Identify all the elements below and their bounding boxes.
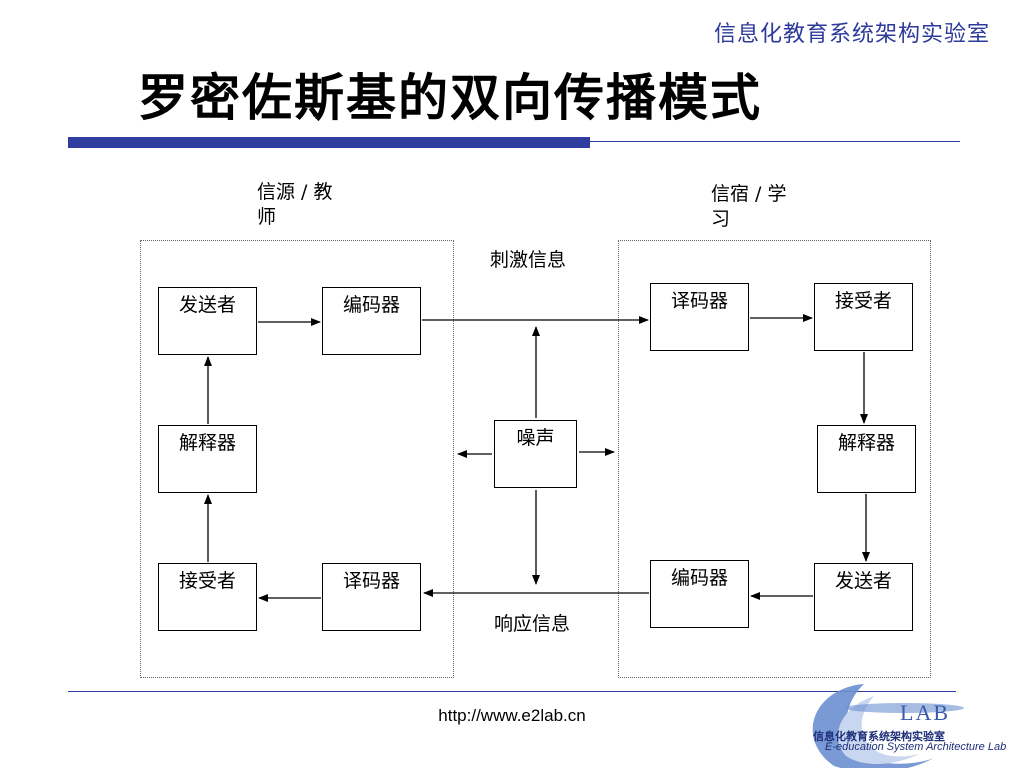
source-panel xyxy=(140,240,454,678)
footer-url[interactable]: http://www.e2lab.cn xyxy=(438,706,586,725)
sink-label-line2: 习 xyxy=(711,208,731,230)
right-decoder-box: 译码器 xyxy=(650,283,749,351)
right-receiver-box: 接受者 xyxy=(814,283,913,351)
page-title: 罗密佐斯基的双向传播模式 xyxy=(138,69,762,127)
source-teacher-label: 信源 / 教 师 xyxy=(257,180,332,230)
left-receiver-box: 接受者 xyxy=(158,563,257,631)
footer-rule xyxy=(68,691,956,692)
stimulus-label: 刺激信息 xyxy=(490,249,567,271)
lab-name: 信息化教育系统架构实验室 xyxy=(713,22,990,47)
right-encoder-box: 编码器 xyxy=(650,560,749,628)
right-interpreter-box: 解释器 xyxy=(817,425,916,493)
left-interpreter-box: 解释器 xyxy=(158,425,257,493)
logo-english-name: E-education System Architecture Lab xyxy=(825,741,1007,753)
logo-chinese-name: 信息化教育系统架构实验室 xyxy=(813,730,945,743)
left-decoder-box: 译码器 xyxy=(322,563,421,631)
left-encoder-box: 编码器 xyxy=(322,287,421,355)
source-label-line1: 信源 / 教 xyxy=(257,181,333,203)
source-label-line2: 师 xyxy=(257,206,277,228)
response-label: 响应信息 xyxy=(494,613,571,635)
header-rule-thick xyxy=(68,137,590,148)
left-sender-box: 发送者 xyxy=(158,287,257,355)
right-sender-box: 发送者 xyxy=(814,563,913,631)
header-rule-thin xyxy=(590,141,960,142)
lab-logo xyxy=(812,684,964,768)
sink-panel xyxy=(618,240,931,678)
sink-learner-label: 信宿 / 学 习 xyxy=(711,182,786,232)
noise-box: 噪声 xyxy=(494,420,577,488)
logo-lab-text: LAB xyxy=(900,700,950,725)
sink-label-line1: 信宿 / 学 xyxy=(711,183,787,205)
